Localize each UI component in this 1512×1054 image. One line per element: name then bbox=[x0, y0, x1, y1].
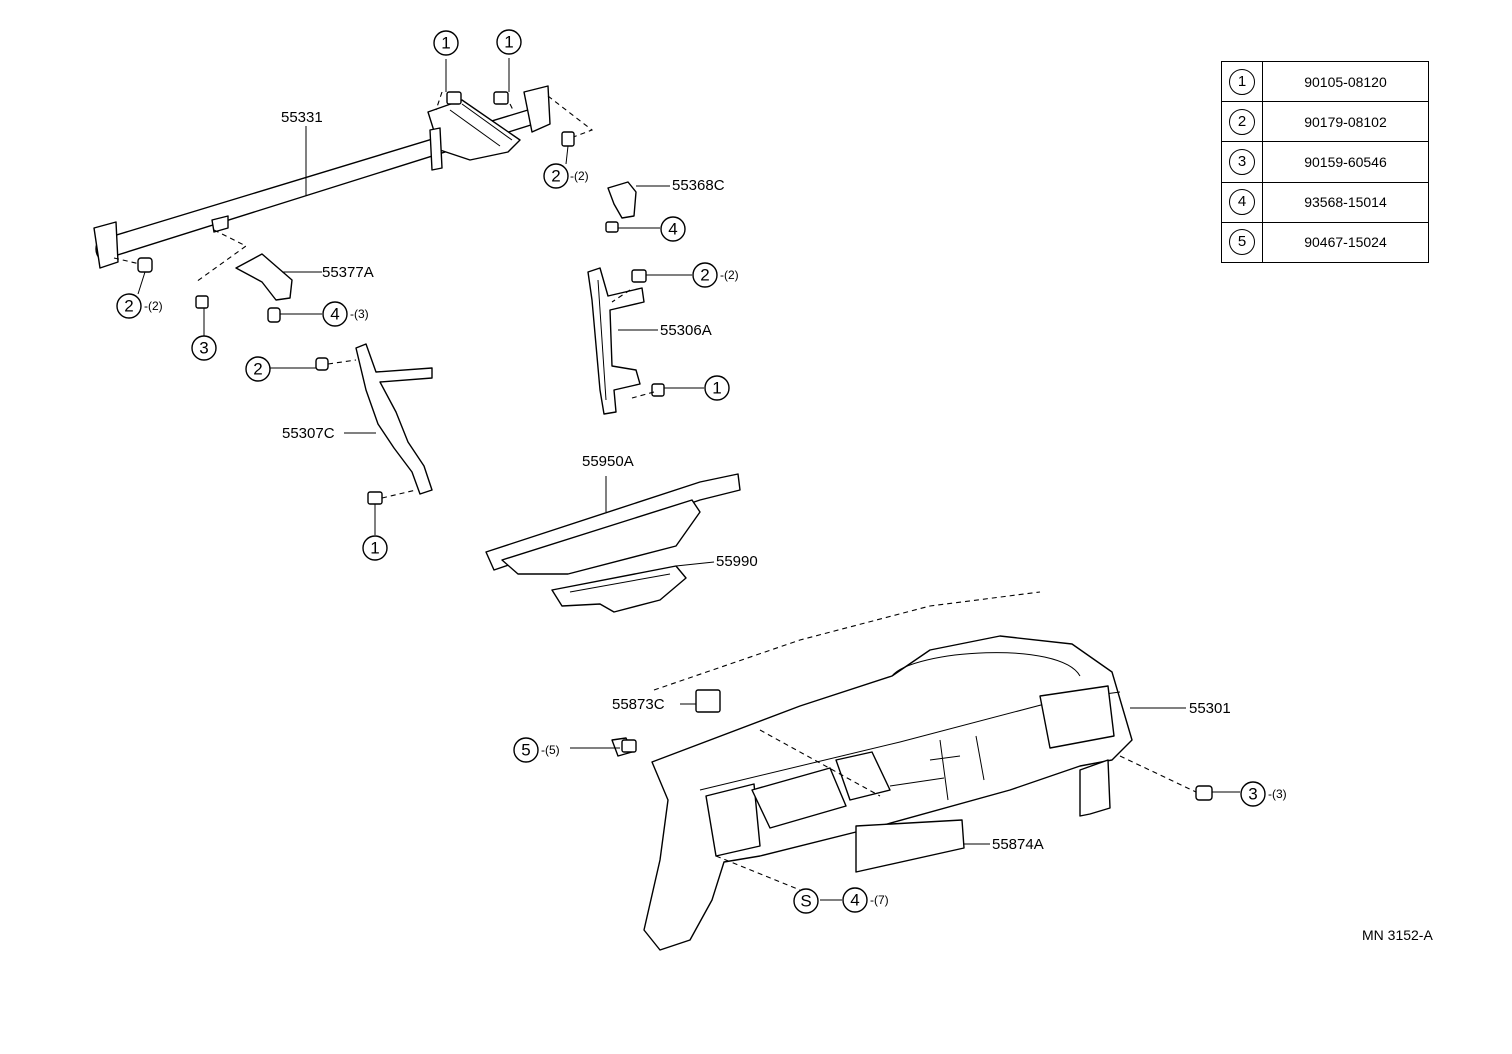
callout-2-55307C: 2 bbox=[245, 356, 271, 382]
fastener-legend-table: 1 90105-08120 2 90179-08102 3 90159-60546 4 935… bbox=[1221, 60, 1429, 264]
legend-key: 2 bbox=[1221, 101, 1263, 143]
svg-text:3: 3 bbox=[1248, 785, 1257, 804]
callout-2-55306A: 2 bbox=[692, 262, 718, 288]
label-55307C: 55307C bbox=[282, 425, 335, 442]
callout-4-panel: 4 bbox=[842, 887, 868, 913]
callout-1-top-right: 1 bbox=[496, 29, 522, 55]
qty-2-55306A: -(2) bbox=[720, 268, 739, 282]
qty-3-55377A: -(3) bbox=[350, 307, 369, 321]
legend-row: 4 93568-15014 bbox=[1221, 181, 1429, 223]
svg-text:1: 1 bbox=[441, 34, 450, 53]
legend-key: 3 bbox=[1221, 141, 1263, 183]
legend-key: 1 bbox=[1221, 60, 1263, 103]
legend-row: 2 90179-08102 bbox=[1221, 101, 1429, 143]
callout-1-top-left: 1 bbox=[433, 30, 459, 56]
callout-4-55377A: 4 bbox=[322, 301, 348, 327]
legend-row: 3 90159-60546 bbox=[1221, 141, 1429, 183]
label-55377A: 55377A bbox=[322, 264, 374, 281]
callout-2-upper-right: 2 bbox=[543, 163, 569, 189]
qty-2-upper-right: -(2) bbox=[570, 169, 589, 183]
label-55950A: 55950A bbox=[582, 453, 634, 470]
callout-3-panel: 3 bbox=[1240, 781, 1266, 807]
callout-1-55306A: 1 bbox=[704, 375, 730, 401]
svg-text:1: 1 bbox=[504, 33, 513, 52]
legend-key-circle: 2 bbox=[1229, 108, 1255, 135]
legend-key-circle: 3 bbox=[1229, 148, 1255, 175]
nut-2-left bbox=[137, 257, 153, 295]
svg-text:2: 2 bbox=[700, 266, 709, 285]
bracket-55377A bbox=[195, 253, 322, 336]
legend-part-number: 93568-15014 bbox=[1262, 181, 1429, 223]
svg-text:1: 1 bbox=[712, 379, 721, 398]
callout-3-left: 3 bbox=[191, 335, 217, 361]
legend-key: 5 bbox=[1221, 221, 1263, 264]
qty-7-panel: -(7) bbox=[870, 893, 889, 907]
callout-s-panel: S bbox=[793, 888, 819, 914]
instrument-panel-55301 bbox=[570, 591, 1240, 951]
label-55874A: 55874A bbox=[992, 836, 1044, 853]
legend-key-circle: 5 bbox=[1229, 229, 1255, 256]
legend-part-number: 90179-08102 bbox=[1262, 101, 1429, 143]
legend-key: 4 bbox=[1221, 181, 1263, 223]
nut-2-right bbox=[561, 131, 575, 165]
brace-55306A bbox=[587, 267, 704, 415]
tray-55990 bbox=[551, 561, 715, 613]
bracket-55368C bbox=[605, 181, 670, 233]
svg-text:4: 4 bbox=[330, 305, 339, 324]
label-55873C: 55873C bbox=[612, 696, 665, 713]
bolt-top-1 bbox=[445, 59, 462, 105]
callout-1-55307C: 1 bbox=[362, 535, 388, 561]
svg-text:S: S bbox=[800, 892, 811, 911]
legend-row: 5 90467-15024 bbox=[1221, 221, 1429, 264]
label-55301: 55301 bbox=[1189, 700, 1231, 717]
legend-part-number: 90467-15024 bbox=[1262, 221, 1429, 264]
svg-text:2: 2 bbox=[551, 167, 560, 186]
svg-text:4: 4 bbox=[850, 891, 859, 910]
svg-text:3: 3 bbox=[199, 339, 208, 358]
qty-3-panel: -(3) bbox=[1268, 787, 1287, 801]
qty-5-panel: -(5) bbox=[541, 743, 560, 757]
svg-text:1: 1 bbox=[370, 539, 379, 558]
brace-55307C bbox=[270, 343, 433, 535]
label-55306A: 55306A bbox=[660, 322, 712, 339]
svg-text:5: 5 bbox=[521, 741, 530, 760]
bolt-top-2 bbox=[493, 58, 510, 105]
legend-key-circle: 4 bbox=[1229, 189, 1255, 216]
legend-body: 1 90105-08120 2 90179-08102 3 90159-60546 4 935… bbox=[1221, 60, 1429, 264]
svg-text:4: 4 bbox=[668, 220, 677, 239]
svg-text:2: 2 bbox=[253, 360, 262, 379]
figure-code: MN 3152-A bbox=[1362, 927, 1433, 943]
panel-55950A bbox=[485, 473, 741, 575]
label-55331: 55331 bbox=[281, 109, 323, 126]
qty-2-left: -(2) bbox=[144, 299, 163, 313]
label-55990: 55990 bbox=[716, 553, 758, 570]
legend-key-circle: 1 bbox=[1229, 68, 1255, 95]
legend-part-number: 90105-08120 bbox=[1262, 60, 1429, 103]
callout-5-panel: 5 bbox=[513, 737, 539, 763]
reinforcement-tube-55331 bbox=[93, 85, 551, 269]
legend-part-number: 90159-60546 bbox=[1262, 141, 1429, 183]
svg-text:2: 2 bbox=[124, 297, 133, 316]
legend-row: 1 90105-08120 bbox=[1221, 60, 1429, 103]
callout-2-left: 2 bbox=[116, 293, 142, 319]
label-55368C: 55368C bbox=[672, 177, 725, 194]
callout-4-55368C: 4 bbox=[660, 216, 686, 242]
